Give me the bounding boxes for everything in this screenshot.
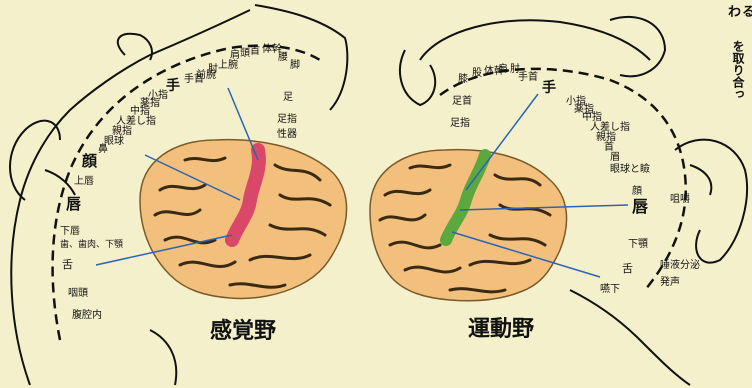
label-foot: 足 xyxy=(283,91,293,103)
label-wrist: 手首 xyxy=(184,72,204,85)
label-head: 頭 xyxy=(240,47,250,59)
motor-neck-outline xyxy=(570,290,690,385)
label-neck: 首 xyxy=(250,44,260,57)
label-motor-lips: 唇 xyxy=(632,197,648,216)
label-lips: 唇 xyxy=(66,195,82,213)
label-toes: 足指 xyxy=(277,112,297,125)
label-upper-lip: 上唇 xyxy=(74,175,94,187)
label-motor-brow: 眉 xyxy=(610,151,620,163)
label-motor-face: 顔 xyxy=(632,184,642,197)
label-teeth: 歯、歯肉、下顎 xyxy=(60,238,123,250)
sensory-lip-outline xyxy=(45,170,75,195)
label-motor-vocal: 発声 xyxy=(660,275,680,288)
label-motor-shoulder: 肩 xyxy=(498,62,508,75)
motor-caption: 運動野 xyxy=(468,317,534,342)
label-motor-saliva: 唾液分泌 xyxy=(660,258,700,271)
sensory-brain xyxy=(140,140,347,299)
motor-brain xyxy=(370,150,567,301)
label-leg: 脚 xyxy=(290,58,300,71)
label-motor-chew: 咀嚼 xyxy=(670,192,690,205)
label-arm: 上腕 xyxy=(218,58,238,71)
corner-text-line3: を取り合っ xyxy=(731,40,745,100)
label-motor-ankle: 足首 xyxy=(452,94,472,107)
label-motor-swallow: 嚥下 xyxy=(600,282,620,295)
label-hand: 手 xyxy=(166,77,180,94)
label-pharynx: 咽頭 xyxy=(68,287,88,299)
label-motor-wrist: 手首 xyxy=(518,70,538,83)
label-motor-hand: 手 xyxy=(542,79,556,96)
label-intra-abdominal: 腹腔内 xyxy=(72,308,102,321)
sensory-caption: 感覚野 xyxy=(210,318,276,344)
label-motor-knee: 膝 xyxy=(458,72,468,85)
label-tongue: 舌 xyxy=(62,258,73,271)
motor-leg-outline xyxy=(400,50,435,105)
corner-text-line2: る xyxy=(742,5,752,20)
label-motor-jaw: 下顎 xyxy=(628,238,648,250)
label-motor-hip: 股 xyxy=(472,67,482,79)
motor-hand-outline xyxy=(610,17,665,76)
label-motor-toes: 足指 xyxy=(450,116,470,129)
label-genitals: 性器 xyxy=(277,127,297,140)
sensory-arm-outline xyxy=(150,330,176,385)
sensory-leg-outline xyxy=(255,5,347,110)
label-face: 顔 xyxy=(81,152,98,170)
label-motor-tongue: 舌 xyxy=(622,262,633,275)
corner-text-line1: わ xyxy=(728,5,741,20)
motor-mouth-outline xyxy=(690,165,711,195)
corner-text: わ る を取り合っ xyxy=(728,5,752,100)
label-nose: 鼻 xyxy=(98,142,108,155)
motor-body-outline xyxy=(420,20,650,60)
label-trunk: 体幹 xyxy=(262,42,282,55)
label-motor-eye: 眼球と瞼 xyxy=(610,162,650,175)
motor-brain-shape xyxy=(370,150,567,301)
label-lower-lip: 下唇 xyxy=(60,225,80,237)
